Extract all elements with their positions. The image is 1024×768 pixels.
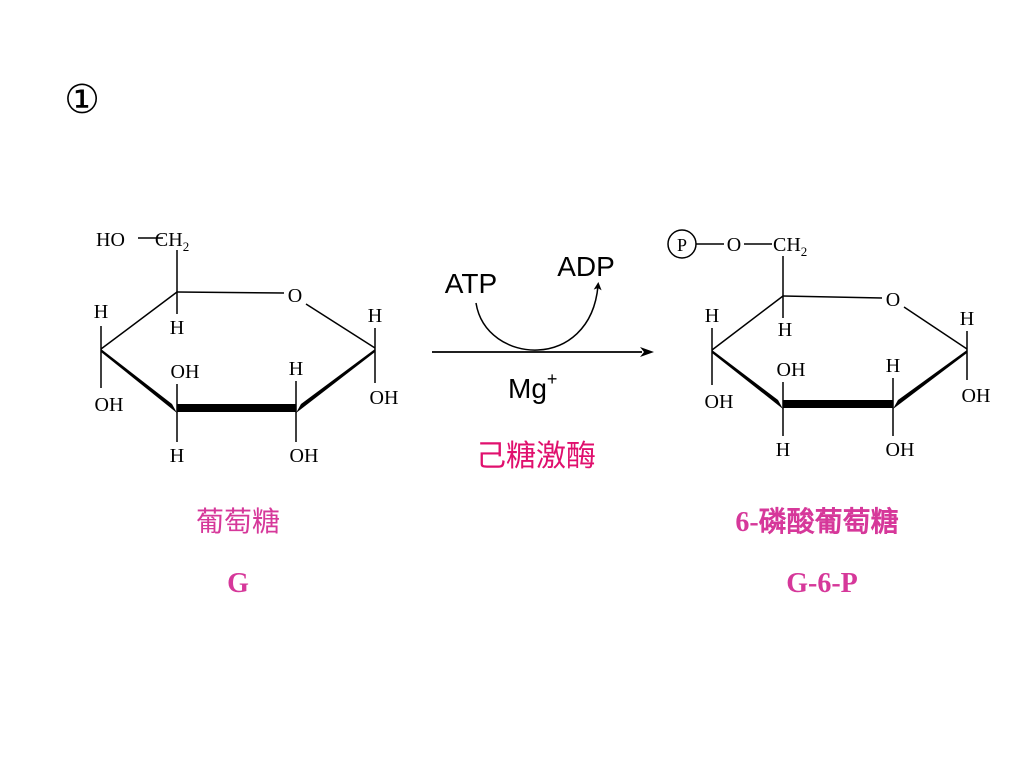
ring-oxygen-label: O (886, 289, 900, 311)
c4-c3-wedge (712, 350, 783, 409)
c5-o-bond (782, 295, 883, 299)
c4-oh-label: OH (705, 391, 734, 413)
o-c1-bond (305, 303, 376, 349)
c2-c1-wedge (296, 349, 375, 413)
atp-adp-curve-arrow (475, 282, 602, 351)
c5-h-label: H (778, 319, 792, 341)
c4-c3-wedge (101, 349, 177, 413)
adp-label: ADP (557, 251, 615, 282)
step-marker: ① (64, 77, 100, 122)
c2-oh-label: OH (886, 439, 915, 461)
g6p-name: 6-磷酸葡萄糖 (735, 506, 898, 538)
cofactor-label: Mg+ (508, 369, 557, 404)
c2-h-label: H (886, 355, 900, 377)
reaction-arrow-group: ATP ADP Mg+ 己糖激酶 (432, 251, 654, 473)
c5-c4-bond (711, 295, 784, 351)
g6p-atom-labels: P O CH2 O H H H OH H OH OH H OH (677, 234, 990, 461)
c2-c1-wedge (893, 350, 967, 409)
c1-h-label: H (368, 305, 382, 327)
glucose-structure (100, 237, 376, 442)
ch2-label: CH2 (773, 234, 807, 259)
c1-oh-label: OH (370, 387, 399, 409)
c2-oh-label: OH (290, 445, 319, 467)
glucose-abbr: G (227, 568, 249, 599)
c5-o-bond (176, 291, 285, 294)
c4-h-label: H (705, 305, 719, 327)
c2-h-label: H (289, 358, 303, 380)
atp-label: ATP (445, 268, 497, 299)
phosphate-label: P (677, 235, 687, 255)
c3-h-label: H (170, 445, 184, 467)
c4-h-label: H (94, 301, 108, 323)
c3-oh-label: OH (777, 359, 806, 381)
o-c1-bond (903, 306, 968, 350)
ring-oxygen-label: O (288, 285, 302, 307)
c1-h-label: H (960, 308, 974, 330)
glucose-name: 葡萄糖 (196, 506, 280, 538)
c4-oh-label: OH (95, 394, 124, 416)
c5-c4-bond (100, 291, 178, 350)
g6p-structure (667, 229, 968, 436)
link-oxygen-label: O (727, 234, 741, 256)
c1-oh-label: OH (962, 385, 991, 407)
g6p-abbr: G-6-P (786, 568, 858, 599)
c5-h-label: H (170, 317, 184, 339)
c3-h-label: H (776, 439, 790, 461)
c3-oh-label: OH (171, 361, 200, 383)
enzyme-label: 己糖激酶 (476, 440, 596, 473)
